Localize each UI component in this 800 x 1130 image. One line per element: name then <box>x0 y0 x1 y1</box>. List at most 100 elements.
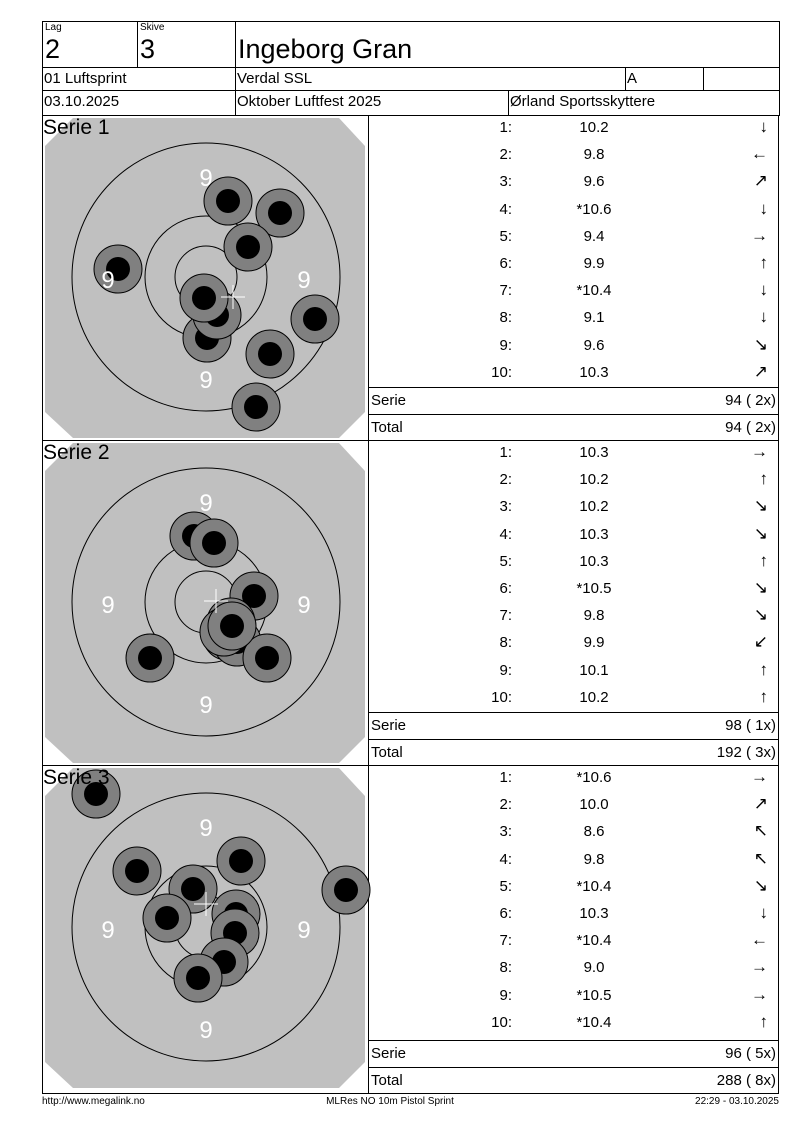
direction-arrow-icon: ↑ <box>759 659 769 679</box>
direction-arrow-icon: ↖ <box>753 848 768 868</box>
ring <box>71 142 341 412</box>
ring-label: 9 <box>199 692 212 719</box>
date: 03.10.2025 <box>44 93 120 110</box>
series-title: Serie 3 <box>43 766 110 789</box>
shot-mark <box>255 188 305 238</box>
shot-mark <box>223 222 273 272</box>
shot-table: 1: 10.3 →2: 10.2 ↑3: 10.2 ↘4: 10.3 ↘5: 1… <box>369 441 778 765</box>
ring-label: 9 <box>199 490 212 517</box>
footer-url[interactable]: http://www.megalink.no <box>42 1096 145 1107</box>
ring-label: 9 <box>199 815 212 842</box>
serie-row: Serie 98 ( 1x) <box>369 712 778 740</box>
class: A <box>627 70 638 87</box>
total-score: 288 ( 8x) <box>716 1072 776 1089</box>
shot-number: 3: <box>499 173 512 191</box>
ring-label: 9 <box>101 917 114 944</box>
shot-number: 3: <box>499 498 512 516</box>
direction-arrow-icon: ↑ <box>759 469 769 489</box>
direction-arrow-icon: → <box>751 984 768 1004</box>
footer-timestamp: 22:29 - 03.10.2025 <box>695 1096 779 1107</box>
shot-mark <box>93 244 143 294</box>
shot-number: 10: <box>491 688 512 706</box>
class-cell: A <box>625 67 704 91</box>
ring-label: 9 <box>297 592 310 619</box>
shot-value: 10.2 <box>579 498 609 516</box>
direction-arrow-icon: ↑ <box>759 1011 769 1031</box>
shot-value: 9.8 <box>583 146 605 164</box>
shot-number: 2: <box>499 471 512 489</box>
shot-number: 6: <box>499 255 512 272</box>
shot-row: 3: 9.6 ↗ <box>369 170 778 197</box>
shot-number: 9: <box>499 661 512 679</box>
event-cell: 01 Luftsprint <box>42 67 236 91</box>
shot-table: 1: *10.6 →2: 10.0 ↗3: 8.6 ↖4: 9.8 ↖5: *1… <box>369 766 778 1093</box>
shot-row: 8: 9.9 ↙ <box>369 631 778 658</box>
shot-number: 8: <box>499 959 512 977</box>
shot-value: 9.9 <box>583 255 605 272</box>
shot-row: 1: 10.2 ↓ <box>369 116 778 143</box>
direction-arrow-icon: ↗ <box>753 361 768 381</box>
shot-row: 10: 10.2 ↑ <box>369 686 778 713</box>
direction-arrow-icon: → <box>751 957 768 977</box>
shot-value: 10.1 <box>579 661 609 679</box>
direction-arrow-icon: → <box>751 442 768 461</box>
shot-value: 9.0 <box>583 959 605 977</box>
direction-arrow-icon: ↗ <box>753 171 768 191</box>
shot-mark <box>231 382 281 432</box>
shooter-name: Ingeborg Gran <box>238 34 413 64</box>
shot-row: 9: 9.6 ↘ <box>369 334 778 361</box>
direction-arrow-icon: ↘ <box>753 496 768 516</box>
serie-score: 98 ( 1x) <box>725 717 776 734</box>
direction-arrow-icon: ↖ <box>753 821 768 841</box>
direction-arrow-icon: ↑ <box>759 550 769 570</box>
ring-label: 9 <box>199 1017 212 1044</box>
shot-value: 10.3 <box>579 444 609 461</box>
shot-value: *10.6 <box>576 769 612 786</box>
shot-value: 10.3 <box>579 525 609 543</box>
direction-arrow-icon: ↓ <box>759 307 769 327</box>
shot-row: 4: 10.3 ↘ <box>369 523 778 550</box>
series-title: Serie 2 <box>43 441 110 464</box>
shot-row: 7: 9.8 ↘ <box>369 604 778 631</box>
direction-arrow-icon: ↑ <box>759 253 769 272</box>
total-label: Total <box>371 1072 403 1089</box>
shot-number: 2: <box>499 796 512 814</box>
series-title: Serie 1 <box>43 116 110 139</box>
shot-row: 6: *10.5 ↘ <box>369 577 778 604</box>
shot-row: 2: 9.8 ← <box>369 143 778 170</box>
shot-mark <box>245 329 295 379</box>
direction-arrow-icon: → <box>751 225 768 245</box>
competition-cell: Oktober Luftfest 2025 <box>235 90 509 116</box>
shot-value: 10.3 <box>579 905 609 922</box>
event: 01 Luftsprint <box>44 70 127 87</box>
mean-point-cross <box>221 285 245 309</box>
shot-value: 10.2 <box>579 471 609 489</box>
shot-number: 6: <box>499 905 512 922</box>
shot-number: 7: <box>499 932 512 950</box>
serie-label: Serie <box>371 717 407 734</box>
shot-value: *10.4 <box>576 932 612 950</box>
shot-number: 3: <box>499 823 512 841</box>
shot-mark <box>321 865 371 915</box>
club: Verdal SSL <box>237 70 313 87</box>
shot-mark <box>125 633 175 683</box>
ring-label: 9 <box>297 267 310 294</box>
shot-value: *10.4 <box>576 282 612 300</box>
shot-value: 8.6 <box>583 823 605 841</box>
target-face <box>45 768 365 1088</box>
shot-value: 9.9 <box>583 634 605 652</box>
shot-row: 9: *10.5 → <box>369 984 778 1011</box>
mean-point-cross <box>204 589 228 613</box>
total-score: 94 ( 2x) <box>725 419 776 436</box>
total-label: Total <box>371 744 403 761</box>
direction-arrow-icon: ↗ <box>753 794 768 814</box>
name-cell: Ingeborg Gran <box>235 21 780 68</box>
shot-number: 9: <box>499 336 512 354</box>
